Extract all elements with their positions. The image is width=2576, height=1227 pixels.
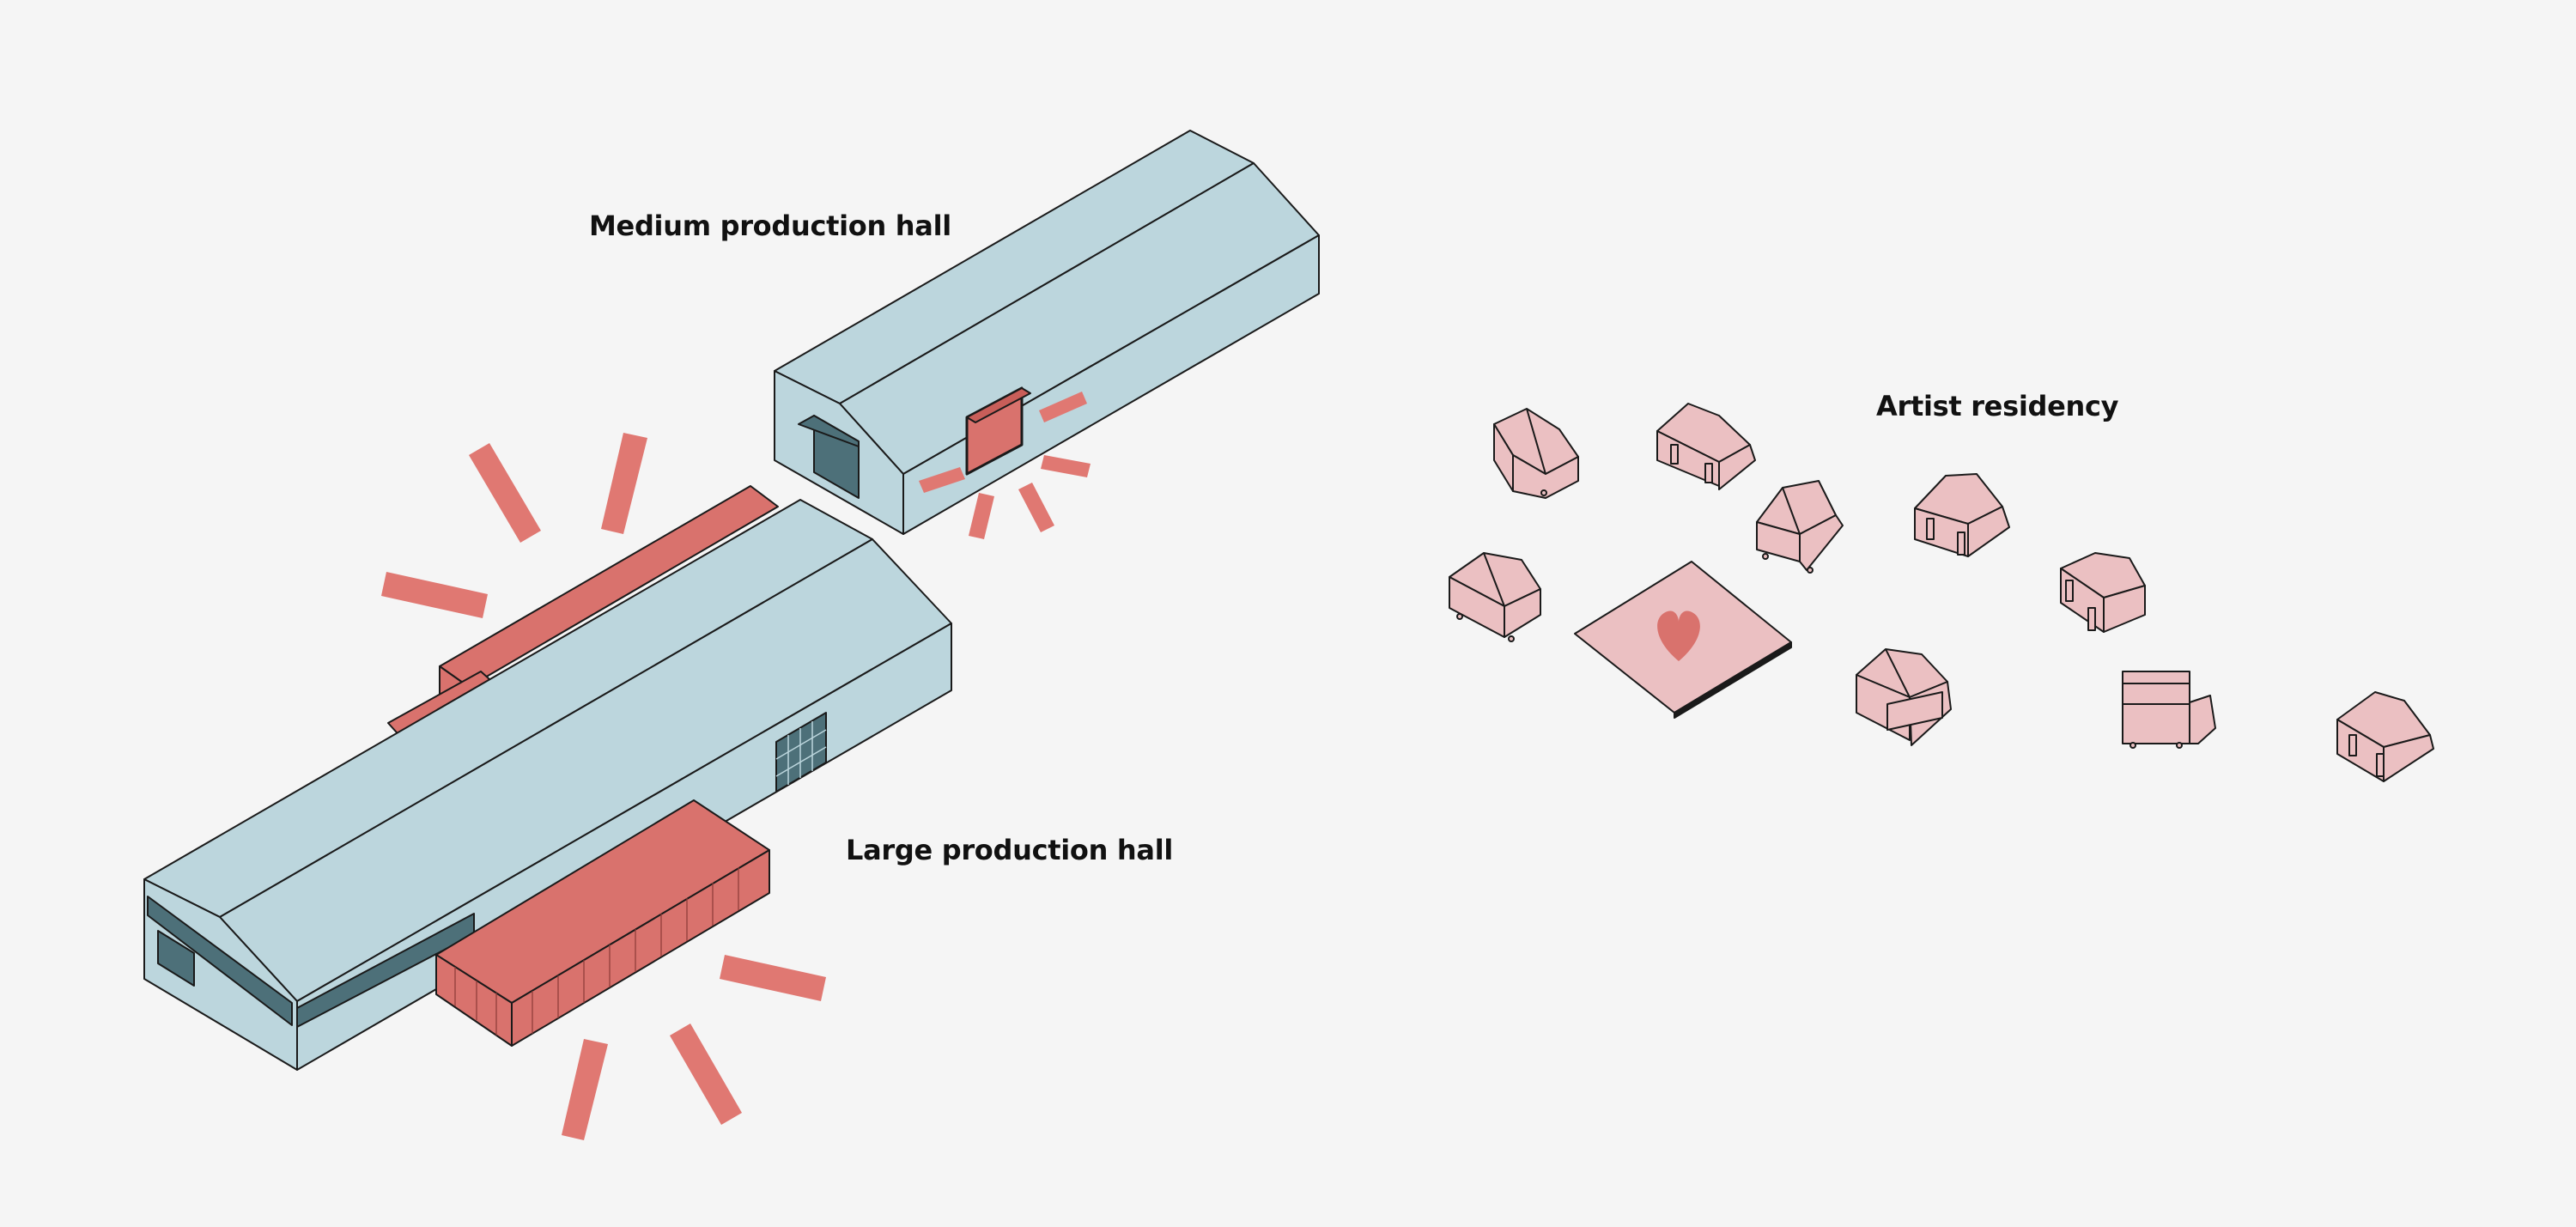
residency-plaza-edge [1674, 641, 1792, 719]
cabin [1656, 403, 1756, 490]
activity-rays [381, 392, 1091, 1140]
cabin [1856, 648, 1952, 746]
ray [469, 443, 541, 543]
medium-hall-gate-top [798, 415, 860, 447]
cabin [1756, 480, 1844, 574]
cabin [1914, 473, 2010, 557]
cabin [1449, 552, 1541, 642]
medium-hall-red-door-edge [966, 387, 1031, 423]
cabin [2336, 691, 2434, 782]
ray [381, 572, 488, 618]
ray [1039, 392, 1087, 422]
heart-icon [1657, 610, 1700, 661]
ray [1018, 483, 1054, 532]
artist-residency-label: Artist residency [1876, 390, 2119, 422]
large-production-hall [143, 485, 952, 1071]
medium-hall-side-wall [902, 234, 1320, 535]
large-hall-window-strip-end [147, 896, 293, 1026]
large-hall-end-gate [157, 930, 195, 987]
ray [601, 433, 647, 534]
medium-production-hall [774, 130, 1320, 535]
ray [562, 1039, 608, 1140]
artist-residency [1449, 403, 2434, 782]
ray [919, 467, 965, 493]
cabin [2122, 671, 2216, 749]
ray [969, 493, 994, 539]
ray [720, 955, 826, 1001]
ray [1041, 455, 1091, 477]
medium-production-hall-label: Medium production hall [589, 210, 951, 242]
large-production-hall-label: Large production hall [846, 834, 1174, 866]
cabin [2060, 552, 2146, 633]
ray [670, 1024, 742, 1125]
cabin [1493, 408, 1579, 499]
